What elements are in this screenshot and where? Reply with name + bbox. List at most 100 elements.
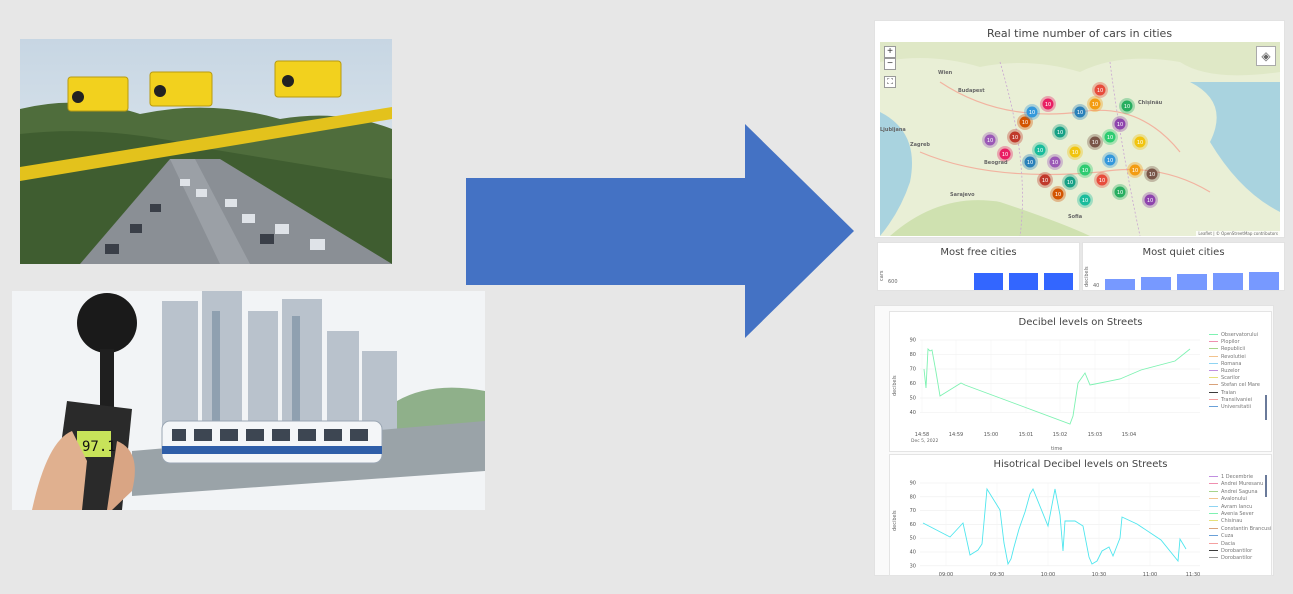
bar[interactable] [1249, 272, 1279, 290]
city-marker[interactable]: 10 [1022, 154, 1038, 170]
city-marker[interactable]: 10 [1052, 124, 1068, 140]
x-tick-label: 15:00 [984, 432, 998, 438]
city-marker[interactable]: 10 [1087, 96, 1103, 112]
series-line[interactable] [923, 347, 1191, 425]
city-marker[interactable]: 10 [1062, 174, 1078, 190]
legend-label: 1 Decembrie [1221, 474, 1254, 480]
bar[interactable] [1009, 273, 1038, 290]
legend-item[interactable]: Avenia Sever [1209, 511, 1254, 518]
legend-item[interactable]: Observatorului [1209, 332, 1258, 339]
legend-item[interactable]: Ruzelor [1209, 368, 1240, 375]
legend-item[interactable]: Universitatii [1209, 404, 1251, 411]
y-tick-label: 50 [910, 396, 916, 402]
city-marker[interactable]: 10 [1007, 129, 1023, 145]
cluster-count: 10 [1082, 198, 1088, 204]
city-marker[interactable]: 10 [1132, 134, 1148, 150]
legend-scrollbar[interactable] [1265, 395, 1267, 420]
legend-label: Dorobantilor [1221, 548, 1253, 554]
legend-item[interactable]: Andrei Saguna [1209, 489, 1258, 496]
legend-label: Andrei Saguna [1221, 488, 1258, 495]
legend-item[interactable]: Traian [1209, 390, 1236, 397]
bar[interactable] [1105, 279, 1135, 290]
city-marker[interactable]: 10 [1077, 162, 1093, 178]
zoom-out-button[interactable]: − [884, 58, 896, 70]
y-tick-label: 30 [910, 563, 916, 569]
city-marker[interactable]: 10 [1032, 142, 1048, 158]
city-marker[interactable]: 10 [1102, 129, 1118, 145]
legend-item[interactable]: Plopilor [1209, 339, 1240, 346]
bar[interactable] [1141, 277, 1171, 290]
x-tick-label: 15:03 [1088, 432, 1102, 438]
city-marker[interactable]: 10 [1050, 186, 1066, 202]
legend-item[interactable]: Avram Iancu [1209, 504, 1252, 511]
legend-label: Dorobantilor [1221, 555, 1253, 562]
fullscreen-icon[interactable]: ⛶ [884, 76, 896, 88]
city-marker[interactable]: 10 [1092, 82, 1108, 98]
city-marker[interactable]: 10 [1047, 154, 1063, 170]
city-marker[interactable]: 10 [1017, 114, 1033, 130]
legend-item[interactable]: Transilvaniei [1209, 397, 1252, 404]
city-marker[interactable]: 10 [1127, 162, 1143, 178]
city-marker[interactable]: 10 [1144, 166, 1160, 182]
historical-chart-title: Hisotrical Decibel levels on Streets [993, 459, 1168, 470]
sound-meter-train-photo: 97.1 [12, 291, 485, 510]
city-marker[interactable]: 10 [1040, 96, 1056, 112]
legend-item[interactable]: Constantin Brancusi [1209, 526, 1271, 533]
map-attribution[interactable]: Leaflet | © OpenStreetMap contributors [1196, 231, 1280, 236]
legend-item[interactable]: Romana [1209, 361, 1241, 368]
city-marker[interactable]: 10 [1119, 98, 1135, 114]
cluster-count: 10 [1099, 178, 1105, 184]
legend-item[interactable]: Avalonului [1209, 496, 1247, 503]
city-marker[interactable]: 10 [1077, 192, 1093, 208]
city-marker[interactable]: 10 [1102, 152, 1118, 168]
legend-label: Republicii [1221, 346, 1246, 353]
layers-icon[interactable]: ◈ [1256, 46, 1276, 66]
x-axis-label: time [1051, 446, 1063, 452]
traffic-cameras-photo [20, 39, 392, 264]
legend-scrollbar[interactable] [1265, 475, 1267, 497]
city-marker[interactable]: 10 [1037, 172, 1053, 188]
legend-item[interactable]: Stefan cel Mare [1209, 382, 1260, 389]
legend-item[interactable]: 1 Decembrie [1209, 474, 1253, 481]
bar[interactable] [1044, 273, 1073, 290]
city-marker[interactable]: 10 [982, 132, 998, 148]
city-marker[interactable]: 10 [1112, 184, 1128, 200]
bar[interactable] [1177, 274, 1207, 290]
y-tick-label: 80 [910, 352, 916, 358]
city-marker[interactable]: 10 [1094, 172, 1110, 188]
legend-item[interactable]: Dorobantilor [1209, 548, 1252, 555]
legend-item[interactable]: Republicii [1209, 346, 1245, 353]
city-marker[interactable]: 10 [1024, 104, 1040, 120]
free-cities-tick: 600 [888, 279, 898, 285]
legend-item[interactable]: Scarilor [1209, 375, 1240, 382]
legend-item[interactable]: Chisinau [1209, 518, 1242, 525]
legend-item[interactable]: Revolutiei [1209, 354, 1246, 361]
bar[interactable] [1213, 273, 1243, 290]
cluster-count: 10 [1045, 102, 1051, 108]
most-quiet-cities-panel: Most quiet cities decibels 40 [1082, 242, 1285, 291]
legend-item[interactable]: Cuza [1209, 533, 1233, 540]
legend-item[interactable]: Andrei Muresanu [1209, 481, 1263, 488]
city-marker[interactable]: 10 [997, 146, 1013, 162]
y-tick-label: 40 [910, 550, 916, 556]
y-tick-label: 60 [910, 522, 916, 528]
city-marker[interactable]: 10 [1067, 144, 1083, 160]
city-marker[interactable]: 10 [1072, 104, 1088, 120]
series-line[interactable] [922, 487, 1187, 566]
legend-item[interactable]: Dacia [1209, 541, 1235, 548]
zoom-in-button[interactable]: + [884, 46, 896, 58]
legend-label: Stefan cel Mare [1221, 382, 1260, 389]
city-marker[interactable]: 10 [1087, 134, 1103, 150]
city-marker[interactable]: 10 [1112, 116, 1128, 132]
legend-item[interactable]: Dorobantilor [1209, 555, 1252, 562]
city-marker[interactable]: 10 [1142, 192, 1158, 208]
bar[interactable] [974, 273, 1003, 290]
y-tick-label: 40 [910, 410, 916, 416]
